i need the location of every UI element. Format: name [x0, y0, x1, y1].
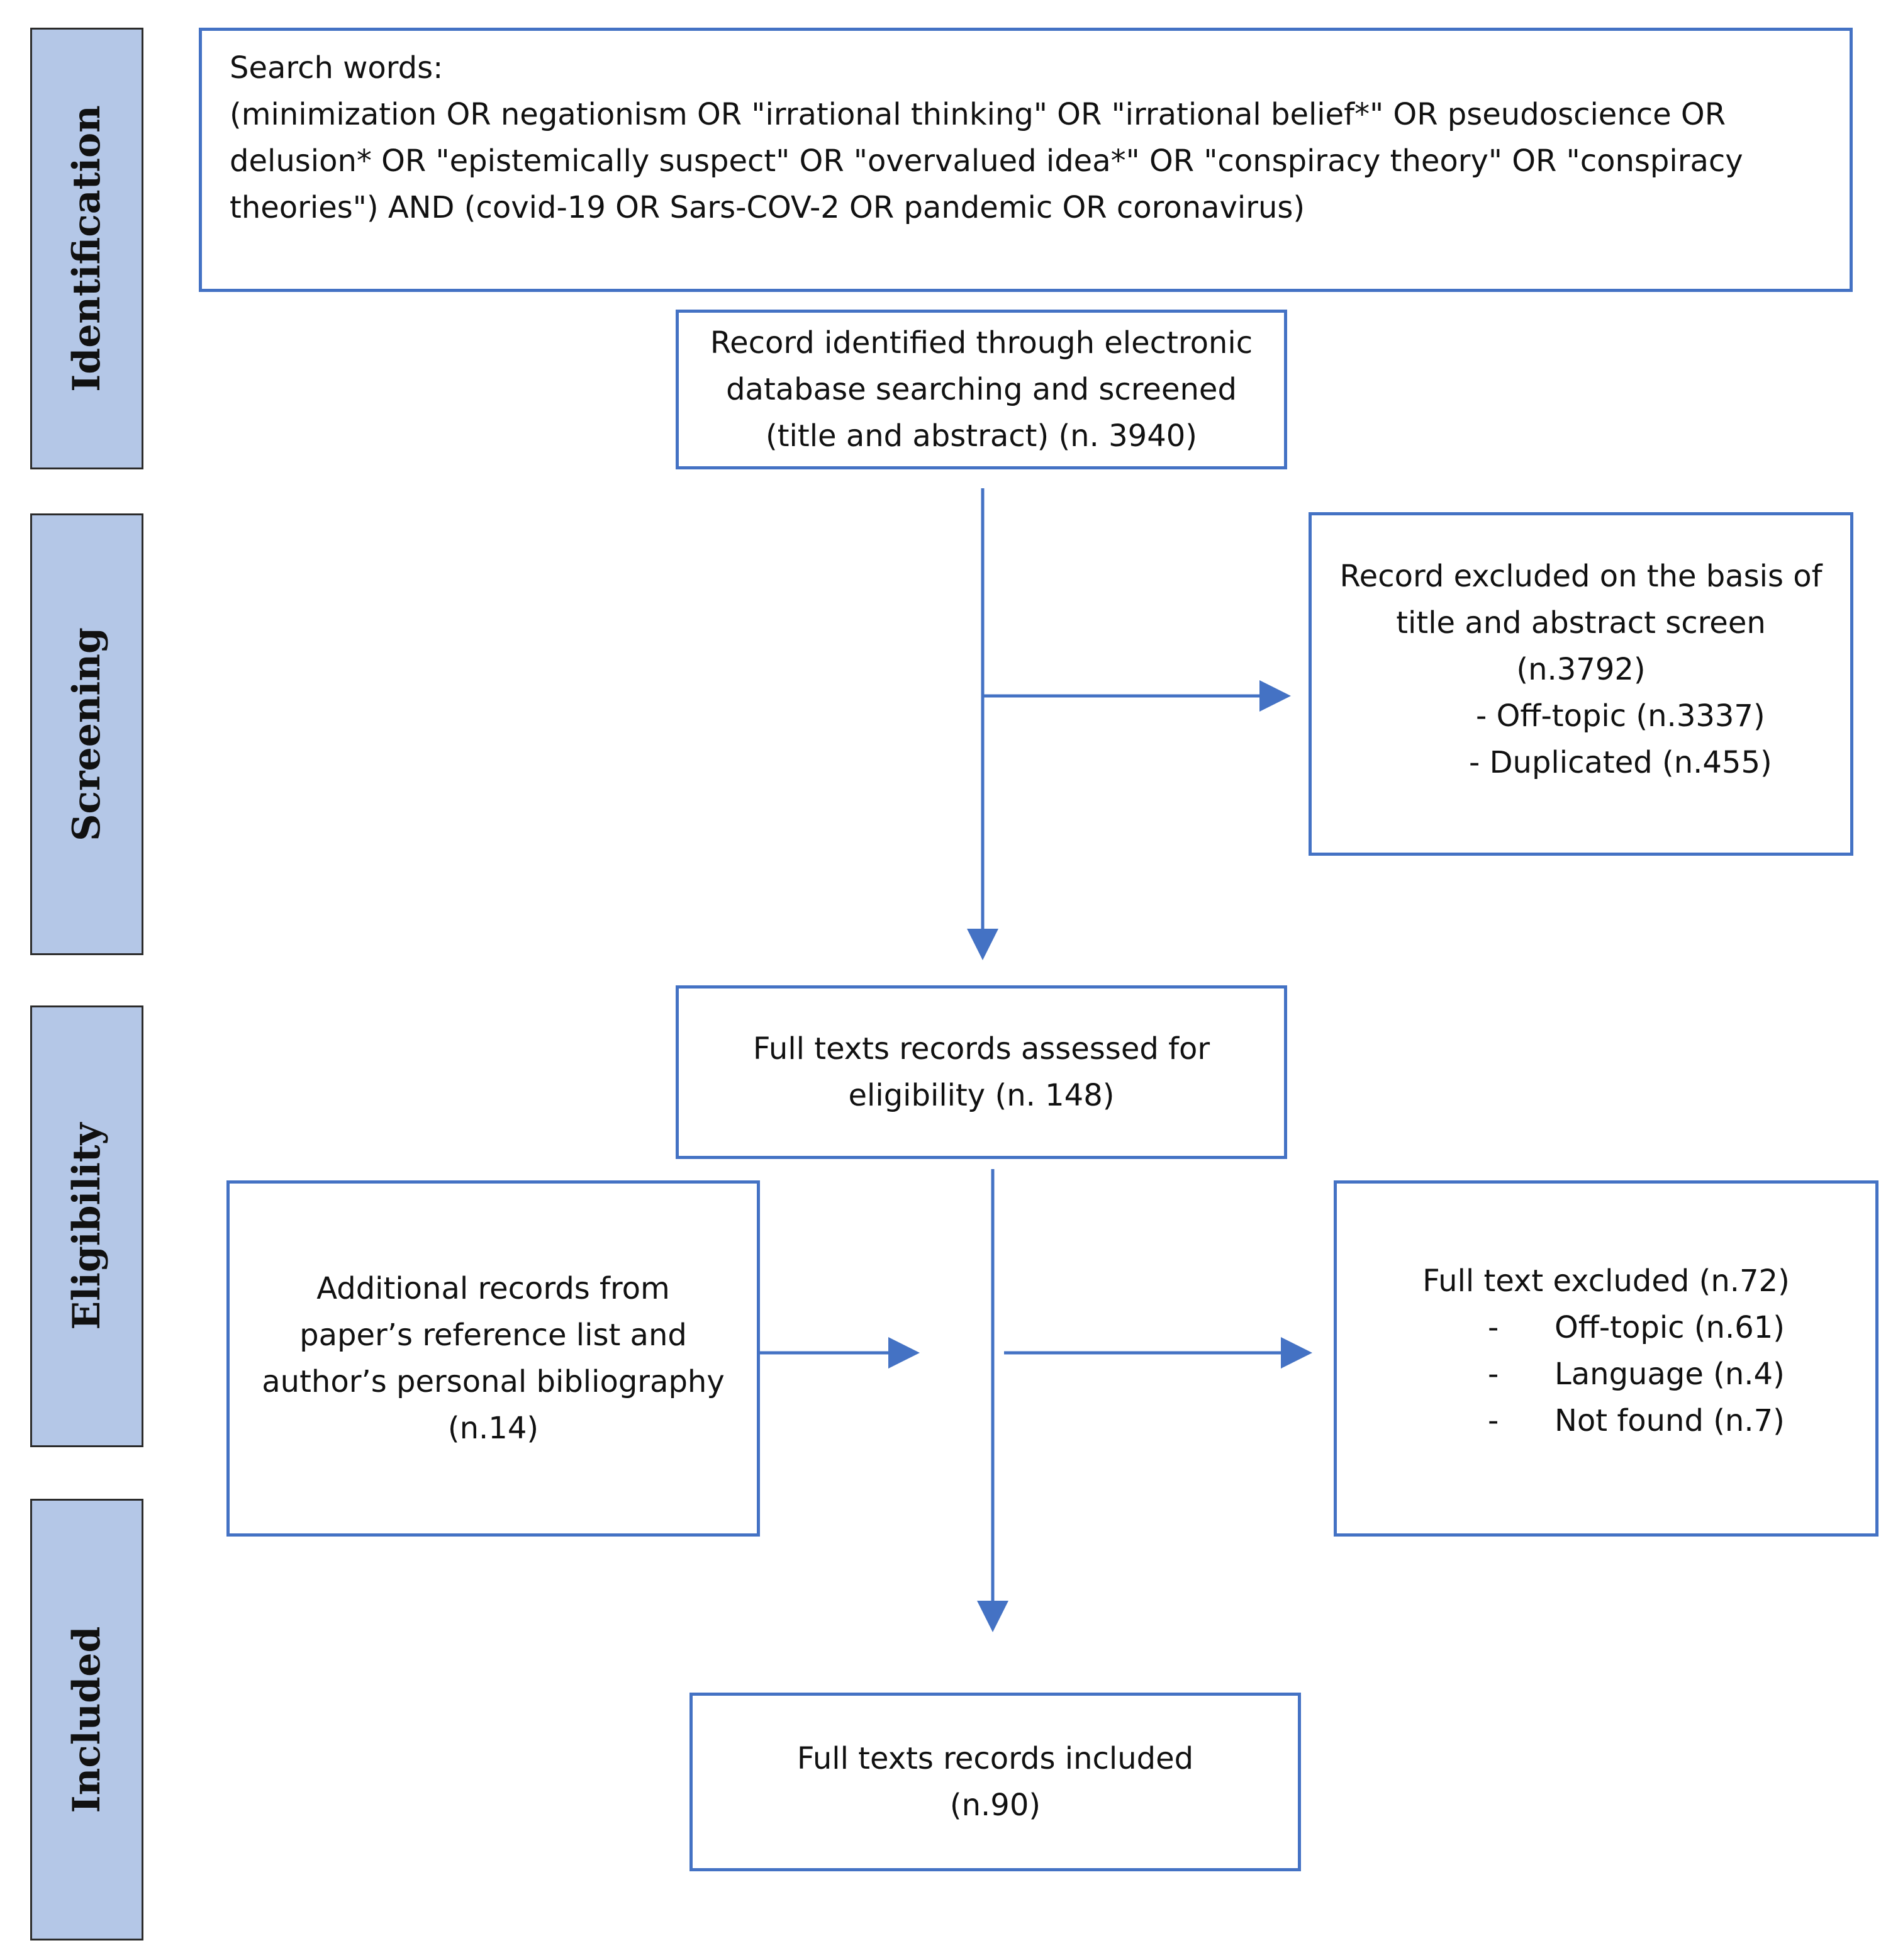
- fulltext-excluded-item: - Off-topic (n.61): [1337, 1304, 1875, 1351]
- bullet-text: Off-topic (n.61): [1555, 1310, 1785, 1345]
- bullet-text: Not found (n.7): [1555, 1403, 1785, 1438]
- records-identified-box: Record identified through electronic dat…: [676, 310, 1287, 469]
- search-query-line: (minimization OR negationism OR "irratio…: [230, 97, 1726, 132]
- search-query-line: delusion* OR "epistemically suspect" OR …: [230, 143, 1743, 179]
- screening-excluded-item: - Off-topic (n.3337): [1476, 698, 1765, 734]
- phase-included: Included: [30, 1499, 143, 1940]
- search-words-box: Search words: (minimization OR negationi…: [199, 28, 1853, 292]
- phase-identification: Identification: [30, 28, 143, 469]
- fulltext-assessed-line: eligibility (n. 148): [848, 1078, 1115, 1113]
- screening-excluded-line: Record excluded on the basis of: [1339, 559, 1823, 594]
- additional-records-line: author’s personal bibliography: [262, 1364, 725, 1399]
- screening-excluded-item: - Duplicated (n.455): [1469, 745, 1772, 780]
- fulltext-assessed-box: Full texts records assessed for eligibil…: [676, 985, 1287, 1159]
- additional-records-box: Additional records from paper’s referenc…: [226, 1180, 760, 1537]
- search-query-line: theories") AND (covid-19 OR Sars-COV-2 O…: [230, 190, 1305, 225]
- screening-excluded-list: - Off-topic (n.3337) - Duplicated (n.455…: [1469, 693, 1772, 786]
- screening-excluded-line: (n.3792): [1516, 652, 1646, 687]
- fulltext-excluded-box: Full text excluded (n.72) - Off-topic (n…: [1334, 1180, 1878, 1537]
- fulltext-included-line: (n.90): [949, 1788, 1041, 1823]
- bullet-dash: -: [1488, 1403, 1499, 1438]
- additional-records-line: paper’s reference list and: [299, 1318, 687, 1353]
- fulltext-excluded-item: - Not found (n.7): [1337, 1397, 1875, 1444]
- bullet-dash: -: [1488, 1310, 1499, 1345]
- fulltext-assessed-line: Full texts records assessed for: [752, 1031, 1210, 1067]
- screening-excluded-line: title and abstract screen: [1396, 605, 1766, 641]
- additional-records-line: Additional records from: [316, 1271, 670, 1306]
- bullet-text: Language (n.4): [1555, 1357, 1785, 1392]
- records-identified-line: Record identified through electronic: [710, 325, 1253, 361]
- fulltext-included-line: Full texts records included: [796, 1741, 1194, 1776]
- records-identified-line: (title and abstract) (n. 3940): [766, 418, 1197, 454]
- phase-eligibility: Eligibility: [30, 1005, 143, 1447]
- records-identified-line: database searching and screened: [726, 372, 1237, 407]
- fulltext-excluded-item: - Language (n.4): [1337, 1351, 1875, 1397]
- screening-excluded-box: Record excluded on the basis of title an…: [1309, 512, 1853, 856]
- phase-screening: Screening: [30, 513, 143, 955]
- bullet-dash: -: [1488, 1357, 1499, 1392]
- search-label: Search words:: [230, 50, 444, 86]
- fulltext-excluded-title: Full text excluded (n.72): [1422, 1263, 1790, 1299]
- additional-records-line: (n.14): [447, 1411, 539, 1446]
- fulltext-included-box: Full texts records included (n.90): [689, 1693, 1301, 1871]
